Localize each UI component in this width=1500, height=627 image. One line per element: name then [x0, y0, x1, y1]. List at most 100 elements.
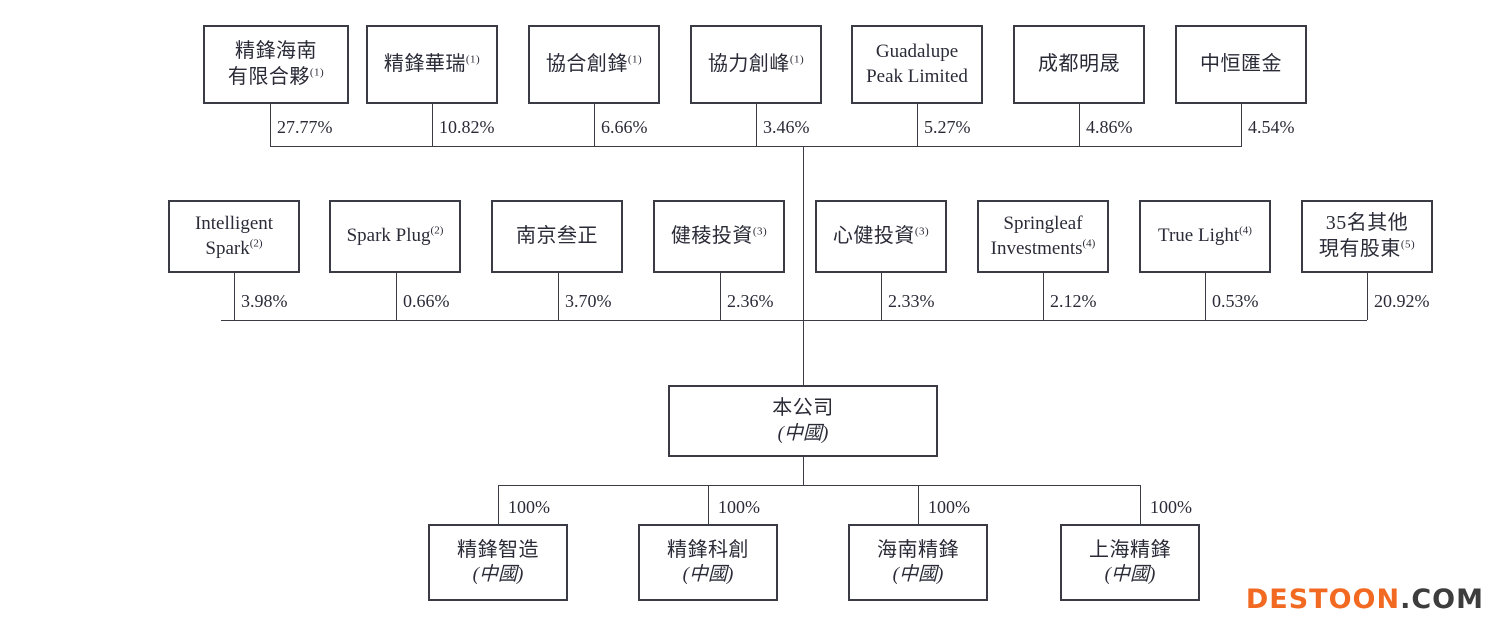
box-label-line2: Peak Limited	[866, 65, 968, 87]
footnote-marker: (4)	[1239, 225, 1252, 238]
box-label-line1: 心健投資(3)	[832, 224, 930, 247]
company-box[interactable]: 本公司 (中國)	[668, 385, 938, 457]
shareholder-box-xinjian-touzi[interactable]: 心健投資(3)	[815, 200, 947, 273]
box-label-line1: 協力創峰(1)	[707, 52, 805, 75]
destoon-watermark: DESTOON.COM	[1246, 584, 1484, 615]
connector-drop-tier1-3	[756, 104, 757, 146]
connector-drop-tier2-6	[1205, 273, 1206, 320]
percent-label-tier1-4: 5.27%	[924, 117, 971, 137]
shareholder-box-xieli-chuangfeng[interactable]: 協力創峰(1)	[690, 25, 822, 104]
shareholder-box-jianleng-touzi[interactable]: 健稜投資(3)	[653, 200, 785, 273]
box-label-line1: Springleaf	[1003, 213, 1083, 235]
box-label-line1: True Light(4)	[1158, 225, 1252, 247]
box-label-line1: 健稜投資(3)	[670, 224, 768, 247]
percent-label-tier2-4: 2.33%	[888, 291, 935, 311]
percent-label-subsidiary-3: 100%	[1150, 497, 1192, 517]
percent-label-subsidiary-0: 100%	[508, 497, 550, 517]
percent-label-tier2-5: 2.12%	[1050, 291, 1097, 311]
shareholder-box-spark-plug[interactable]: Spark Plug(2)	[329, 200, 461, 273]
box-label-line2: 現有股東(5)	[1318, 237, 1416, 260]
connector-drop-tier1-0	[270, 104, 271, 146]
shareholder-box-xiehe-chuangfeng[interactable]: 協合創鋒(1)	[528, 25, 660, 104]
subsidiary-jurisdiction: (中國)	[472, 564, 524, 586]
box-label-line1: Spark Plug(2)	[346, 225, 444, 247]
shareholder-box-nanjing-sanzheng[interactable]: 南京叁正	[491, 200, 623, 273]
connector-drop-tier2-2	[558, 273, 559, 320]
connector-drop-tier2-1	[396, 273, 397, 320]
box-label-line1: 成都明晟	[1038, 52, 1120, 75]
subsidiary-box-hainan-jingfeng[interactable]: 海南精鋒 (中國)	[848, 524, 988, 601]
subsidiary-box-jingfeng-kechuang[interactable]: 精鋒科創 (中國)	[638, 524, 778, 601]
box-label-line2: Investments(4)	[990, 237, 1096, 259]
percent-label-tier1-5: 4.86%	[1086, 117, 1133, 137]
box-label-line1: Intelligent	[194, 213, 274, 235]
percent-label-subsidiary-1: 100%	[718, 497, 760, 517]
shareholder-box-guadalupe-peak[interactable]: Guadalupe Peak Limited	[851, 25, 983, 104]
shareholder-box-chengdu-mingsheng[interactable]: 成都明晟	[1013, 25, 1145, 104]
footnote-marker: (4)	[1082, 237, 1096, 250]
percent-label-tier1-1: 10.82%	[439, 117, 495, 137]
percent-label-tier1-3: 3.46%	[763, 117, 810, 137]
subsidiary-jurisdiction: (中國)	[892, 564, 944, 586]
footnote-marker: (2)	[249, 237, 263, 250]
connector-drop-tier1-5	[1079, 104, 1080, 146]
connector-drop-tier2-7	[1367, 273, 1368, 320]
connector-drop-subsidiary-0	[498, 485, 499, 524]
subsidiary-box-jingfeng-zhizao[interactable]: 精鋒智造 (中國)	[428, 524, 568, 601]
percent-label-tier2-2: 3.70%	[565, 291, 612, 311]
connector-trunk-to-company	[803, 320, 804, 385]
footnote-marker: (1)	[465, 53, 481, 66]
shareholder-box-zhongheng-huijin[interactable]: 中恒匯金	[1175, 25, 1307, 104]
percent-label-tier2-6: 0.53%	[1212, 291, 1259, 311]
connector-drop-tier2-5	[1043, 273, 1044, 320]
connector-drop-tier2-0	[234, 273, 235, 320]
percent-label-tier2-0: 3.98%	[241, 291, 288, 311]
footnote-marker: (5)	[1400, 237, 1416, 250]
box-label-line1: 南京叁正	[516, 224, 598, 247]
company-name: 本公司	[772, 397, 834, 420]
box-label-line1: 中恒匯金	[1200, 52, 1282, 75]
box-label-line2: Spark(2)	[205, 237, 263, 259]
connector-drop-subsidiary-2	[918, 485, 919, 524]
connector-drop-subsidiary-3	[1140, 485, 1141, 524]
connector-drop-subsidiary-1	[708, 485, 709, 524]
connector-drop-tier1-4	[917, 104, 918, 146]
watermark-brand: DESTOON	[1245, 584, 1401, 615]
box-label-line1: 協合創鋒(1)	[545, 52, 643, 75]
connector-drop-tier1-6	[1241, 104, 1242, 146]
shareholder-box-springleaf-investments[interactable]: Springleaf Investments(4)	[977, 200, 1109, 273]
connector-drop-tier2-4	[881, 273, 882, 320]
shareholder-box-jingfeng-hainan[interactable]: 精鋒海南 有限合夥(1)	[203, 25, 349, 104]
percent-label-tier2-1: 0.66%	[403, 291, 450, 311]
shareholder-box-jingfeng-huarui[interactable]: 精鋒華瑞(1)	[366, 25, 498, 104]
footnote-marker: (3)	[914, 225, 930, 238]
footnote-marker: (1)	[627, 53, 643, 66]
percent-label-tier1-2: 6.66%	[601, 117, 648, 137]
connector-bus-tier2	[221, 320, 1367, 321]
box-label-line2: 有限合夥(1)	[227, 65, 325, 88]
footnote-marker: (2)	[430, 225, 444, 238]
subsidiary-name: 精鋒智造	[457, 538, 539, 561]
subsidiary-name: 海南精鋒	[877, 538, 959, 561]
connector-company-down	[803, 457, 804, 485]
shareholder-box-true-light[interactable]: True Light(4)	[1139, 200, 1271, 273]
connector-drop-tier1-1	[432, 104, 433, 146]
connector-bus-subsidiaries	[498, 485, 1140, 486]
watermark-tld: .COM	[1400, 584, 1484, 615]
footnote-marker: (3)	[752, 225, 768, 238]
shareholder-box-35-other-holders[interactable]: 35名其他 現有股東(5)	[1301, 200, 1433, 273]
connector-trunk-tier1-to-tier2	[803, 146, 804, 320]
percent-label-tier1-0: 27.77%	[277, 117, 333, 137]
connector-drop-tier1-2	[594, 104, 595, 146]
subsidiary-jurisdiction: (中國)	[682, 564, 734, 586]
percent-label-tier1-6: 4.54%	[1248, 117, 1295, 137]
footnote-marker: (1)	[309, 65, 325, 78]
subsidiary-box-shanghai-jingfeng[interactable]: 上海精鋒 (中國)	[1060, 524, 1200, 601]
company-jurisdiction: (中國)	[777, 422, 829, 444]
connector-bus-tier1	[270, 146, 1242, 147]
shareholder-box-intelligent-spark[interactable]: Intelligent Spark(2)	[168, 200, 300, 273]
box-label-line1: 35名其他	[1325, 211, 1409, 234]
percent-label-tier2-7: 20.92%	[1374, 291, 1430, 311]
percent-label-subsidiary-2: 100%	[928, 497, 970, 517]
